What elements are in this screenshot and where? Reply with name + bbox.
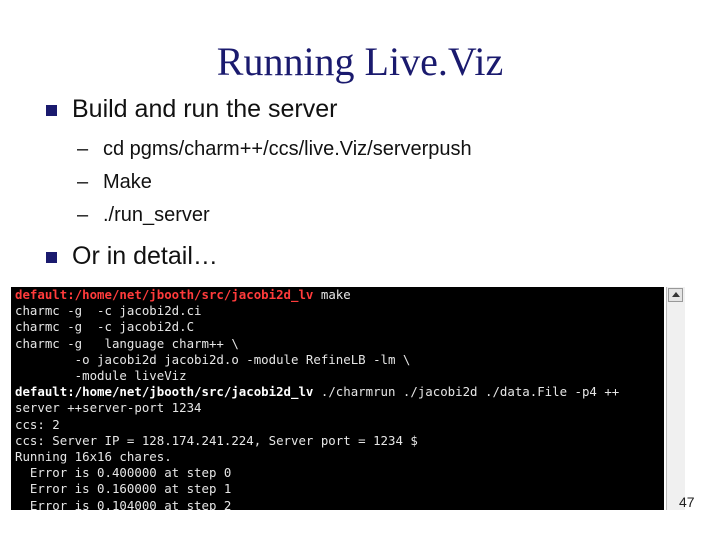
- terminal-window[interactable]: default:/home/net/jbooth/src/jacobi2d_lv…: [11, 287, 664, 510]
- terminal-line: ccs: 2: [11, 417, 664, 433]
- terminal-line: charmc -g -c jacobi2d.ci: [11, 303, 664, 319]
- sub-bullet-text: cd pgms/charm++/ccs/live.Viz/serverpush: [103, 138, 472, 160]
- sub-bullet-text: ./run_server: [103, 204, 210, 226]
- terminal-line-text: Error is 0.104000 at step 2: [15, 497, 232, 510]
- terminal-line-text: -o jacobi2d jacobi2d.o -module RefineLB …: [15, 351, 411, 367]
- terminal-line: charmc -g -c jacobi2d.C: [11, 319, 664, 335]
- square-bullet-icon: [46, 252, 57, 263]
- terminal-line: Error is 0.104000 at step 2: [11, 498, 664, 510]
- terminal-line-text: server ++server-port 1234: [15, 400, 202, 416]
- terminal-line: default:/home/net/jbooth/src/jacobi2d_lv…: [11, 287, 664, 303]
- sub-bullet-text: Make: [103, 171, 152, 193]
- terminal-line: -o jacobi2d jacobi2d.o -module RefineLB …: [11, 352, 664, 368]
- terminal-line: server ++server-port 1234: [11, 400, 664, 416]
- terminal-prompt: default:/home/net/jbooth/src/jacobi2d_lv: [15, 287, 314, 302]
- terminal-line-text: ./charmrun ./jacobi2d ./data.File -p4 ++: [313, 384, 620, 400]
- dash-icon: –: [77, 204, 89, 226]
- square-bullet-icon: [46, 105, 57, 116]
- terminal-line: ccs: Server IP = 128.174.241.224, Server…: [11, 433, 664, 449]
- terminal-line-text: Error is 0.400000 at step 0: [15, 465, 232, 481]
- terminal-line-text: ccs: Server IP = 128.174.241.224, Server…: [15, 432, 418, 448]
- terminal-line-text: ccs: 2: [15, 416, 60, 432]
- slide-title: Running Live.Viz: [216, 39, 504, 84]
- bullet-in-detail: Or in detail…: [72, 242, 218, 270]
- sub-bullet-make: –Make: [77, 171, 152, 194]
- terminal-line: default:/home/net/jbooth/src/jacobi2d_lv…: [11, 384, 664, 400]
- terminal-line-text: -module liveViz: [15, 368, 187, 384]
- sub-bullet-run-server: –./run_server: [77, 204, 210, 227]
- terminal-line: Error is 0.160000 at step 1: [11, 481, 664, 497]
- dash-icon: –: [77, 138, 89, 160]
- terminal-line-text: charmc -g -c jacobi2d.C: [15, 319, 195, 335]
- terminal-line-text: make: [313, 287, 351, 302]
- terminal-line-text: Running 16x16 chares.: [15, 449, 172, 465]
- terminal-prompt: default:/home/net/jbooth/src/jacobi2d_lv: [15, 384, 314, 400]
- terminal-line-text: charmc -g -c jacobi2d.ci: [15, 303, 202, 319]
- terminal-scrollbar[interactable]: [666, 287, 685, 510]
- sub-bullet-cd: –cd pgms/charm++/ccs/live.Viz/serverpush: [77, 138, 472, 161]
- terminal-line: Running 16x16 chares.: [11, 449, 664, 465]
- terminal-line: charmc -g language charm++ \: [11, 336, 664, 352]
- terminal-line: -module liveViz: [11, 368, 664, 384]
- terminal-line: Error is 0.400000 at step 0: [11, 465, 664, 481]
- page-number: 47: [679, 494, 695, 510]
- terminal-line-text: Error is 0.160000 at step 1: [15, 481, 232, 497]
- scroll-up-arrow-icon[interactable]: [668, 288, 683, 302]
- dash-icon: –: [77, 171, 89, 193]
- bullet-build-server: Build and run the server: [72, 95, 338, 123]
- terminal-line-text: charmc -g language charm++ \: [15, 335, 239, 351]
